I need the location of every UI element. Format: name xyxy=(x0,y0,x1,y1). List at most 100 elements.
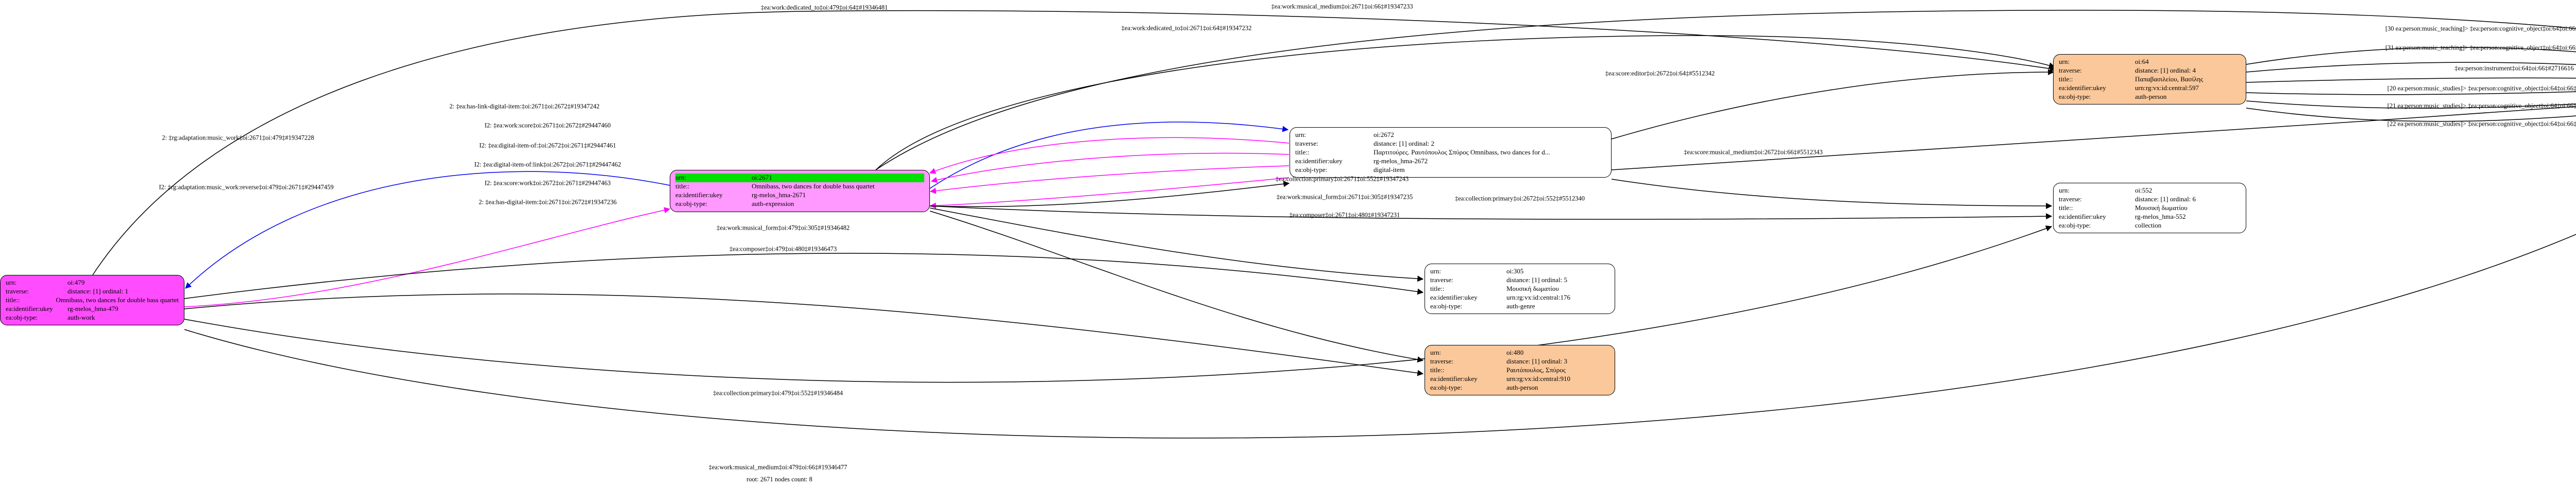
edge-label: ‡ea:work:musical_medium‡oi:2671‡oi:66‡#1… xyxy=(1271,3,1413,10)
field-label-traverse: traverse: xyxy=(2059,66,2082,74)
node-row-objtype: ea:obj-type: collection xyxy=(2059,221,2241,230)
node-row-urn: urn: oi:479 xyxy=(6,279,179,287)
graph-node-oi2672[interactable]: urn: oi:2672 traverse: distance: [1] ord… xyxy=(1290,127,1612,178)
edge-label: 2: ‡rg:adaptation:music_work‡oi:2671‡oi:… xyxy=(162,134,314,142)
edge-label: ‡ea:composer‡oi:479‡oi:480‡#19346473 xyxy=(729,245,837,253)
field-value-objtype: collection xyxy=(2135,221,2162,229)
edge-label: 2: ‡ea:has-link-digital-item:‡oi:2671‡oi… xyxy=(449,102,600,110)
field-label-traverse: traverse: xyxy=(6,287,29,295)
edge-label: [30 ea:person:music_teaching]> ‡ea:perso… xyxy=(2385,25,2576,32)
node-row-urn: urn: oi:480 xyxy=(1430,349,1609,357)
field-value-title: Μουσική δωματίου xyxy=(2135,203,2188,212)
node-row-ukey: ea:identifier:ukey rg-melos_hma-2671 xyxy=(675,191,924,200)
field-label-traverse: traverse: xyxy=(1430,357,1453,365)
field-value-ukey: urn:rg:vx:id:central:597 xyxy=(2135,83,2199,92)
node-row-objtype: ea:obj-type: digital-item xyxy=(1295,166,1606,175)
field-value-urn: oi:64 xyxy=(2135,58,2149,65)
field-value-objtype: auth-genre xyxy=(1506,302,1535,310)
edge-label: [22 ea:person:music_studies]> ‡ea:person… xyxy=(2387,120,2576,128)
field-label-title: title:: xyxy=(1430,366,1445,374)
node-row-traverse: traverse: distance: [1] ordinal: 2 xyxy=(1295,140,1606,148)
field-value-traverse: distance: [1] ordinal: 2 xyxy=(1374,139,1435,147)
node-row-ukey: ea:identifier:ukey rg-melos_hma-2672 xyxy=(1295,157,1606,166)
field-label-ukey: ea:identifier:ukey xyxy=(6,304,53,312)
field-label-title: title:: xyxy=(6,296,20,304)
field-value-objtype: auth-expression xyxy=(752,199,794,207)
graph-footer: root: 2671 nodes count: 8 xyxy=(747,476,812,483)
edge-label: ‡ea:score:musical_medium‡oi:2672‡oi:66‡#… xyxy=(1684,148,1823,156)
node-row-urn: urn: oi:552 xyxy=(2059,186,2241,195)
node-row-urn: urn: oi:64 xyxy=(2059,58,2241,66)
field-label-urn: urn: xyxy=(1430,267,1441,275)
field-value-traverse: distance: [1] ordinal: 4 xyxy=(2135,66,2196,74)
field-value-ukey: rg-melos_hma-2671 xyxy=(752,190,806,199)
field-value-title: Ραυτόπουλος, Σπύρος xyxy=(1506,366,1566,374)
node-row-urn: urn: oi:305 xyxy=(1430,267,1609,276)
graph-node-oi480[interactable]: urn: oi:480 traverse: distance: [1] ordi… xyxy=(1425,345,1615,396)
field-value-ukey: rg-melos_hma-479 xyxy=(67,304,118,312)
field-label-objtype: ea:obj-type: xyxy=(2059,92,2091,100)
graph-node-oi552[interactable]: urn: oi:552 traverse: distance: [1] ordi… xyxy=(2053,183,2246,234)
edge-label: ‡ea:composer‡oi:2671‡oi:480‡#19347231 xyxy=(1289,211,1400,219)
node-row-title: title:: Omnibass, two dances for double … xyxy=(6,296,179,305)
node-row-objtype: ea:obj-type: auth-expression xyxy=(675,200,924,208)
edge-label: [21 ea:person:music_studies]> ‡ea:person… xyxy=(2387,102,2576,110)
field-value-objtype: digital-item xyxy=(1374,165,1405,173)
field-value-title: Παπαβασιλείου, Βασίλης xyxy=(2135,75,2204,83)
field-value-traverse: distance: [1] ordinal: 5 xyxy=(1506,275,1568,284)
field-label-urn: urn: xyxy=(1430,349,1441,356)
graph-node-oi305[interactable]: urn: oi:305 traverse: distance: [1] ordi… xyxy=(1425,264,1615,315)
field-label-title: title:: xyxy=(2059,203,2073,212)
edge-label: ‡ea:collection:primary‡oi:2672‡oi:552‡#5… xyxy=(1454,195,1585,202)
field-value-title: Παρτιτούρες. Ραυτόπουλος Σπύρος Omnibass… xyxy=(1374,148,1550,156)
field-label-objtype: ea:obj-type: xyxy=(6,313,38,321)
node-row-ukey: ea:identifier:ukey urn:rg:vx:id:central:… xyxy=(1430,375,1609,384)
field-label-urn: urn: xyxy=(1295,131,1306,138)
edge-label: [20 ea:person:music_studies]> ‡ea:person… xyxy=(2387,84,2576,92)
edge-label: I2: ‡ea:work:score‡oi:2671‡oi:2672‡#2944… xyxy=(484,121,611,129)
field-label-ukey: ea:identifier:ukey xyxy=(1295,157,1343,165)
field-label-title: title:: xyxy=(2059,75,2073,83)
edge-label: I2: ‡rg:adaptation:music_work:reverse‡oi… xyxy=(159,183,334,191)
node-row-traverse: traverse: distance: [1] ordinal: 6 xyxy=(2059,195,2241,204)
node-row-urn: urn: oi:2672 xyxy=(1295,131,1606,140)
field-value-urn: oi:2671 xyxy=(752,173,924,182)
node-row-title: title:: Παπαβασιλείου, Βασίλης xyxy=(2059,75,2241,84)
edge-label: ‡ea:work:dedicated_to‡oi:479‡oi:64‡#1934… xyxy=(760,4,888,11)
field-value-title: Omnibass, two dances for double bass qua… xyxy=(56,296,179,304)
node-row-traverse: traverse: distance: [1] ordinal: 5 xyxy=(1430,276,1609,285)
graph-node-oi2671[interactable]: urn: oi:2671 title:: Omnibass, two dance… xyxy=(670,170,930,212)
node-row-traverse: traverse: distance: [1] ordinal: 1 xyxy=(6,287,179,296)
field-value-urn: oi:552 xyxy=(2135,186,2153,194)
field-label-urn: urn: xyxy=(675,173,752,182)
edge-label: ‡ea:work:musical_medium‡oi:479‡oi:66‡#19… xyxy=(708,463,848,471)
field-value-objtype: auth-work xyxy=(67,313,95,321)
field-label-title: title:: xyxy=(675,182,690,190)
field-value-urn: oi:480 xyxy=(1506,349,1524,356)
field-value-ukey: rg-melos_hma-2672 xyxy=(1374,157,1428,165)
node-row-title: title:: Omnibass, two dances for double … xyxy=(675,182,924,191)
field-label-ukey: ea:identifier:ukey xyxy=(2059,212,2106,220)
field-label-title: title:: xyxy=(1295,148,1310,156)
field-value-traverse: distance: [1] ordinal: 1 xyxy=(67,287,129,295)
field-label-objtype: ea:obj-type: xyxy=(675,199,708,207)
edge-label: I2: ‡ea:digital-item-of:‡oi:2672‡oi:2671… xyxy=(479,142,616,149)
field-value-objtype: auth-person xyxy=(1506,383,1538,391)
graph-node-oi64[interactable]: urn: oi:64 traverse: distance: [1] ordin… xyxy=(2053,54,2246,105)
node-row-urn: urn: oi:2671 xyxy=(675,173,924,182)
field-label-ukey: ea:identifier:ukey xyxy=(2059,83,2106,92)
node-row-objtype: ea:obj-type: auth-person xyxy=(2059,93,2241,101)
graph-node-oi479[interactable]: urn: oi:479 traverse: distance: [1] ordi… xyxy=(0,275,184,326)
field-label-urn: urn: xyxy=(6,279,16,286)
field-label-ukey: ea:identifier:ukey xyxy=(675,190,723,199)
edge-label: [31 ea:person:music_teaching]> ‡ea:perso… xyxy=(2385,44,2576,51)
field-label-objtype: ea:obj-type: xyxy=(1430,302,1463,310)
field-value-title: Omnibass, two dances for double bass qua… xyxy=(752,182,875,190)
field-value-urn: oi:305 xyxy=(1506,267,1524,275)
field-label-traverse: traverse: xyxy=(1430,275,1453,284)
edge-label: ‡ea:collection:primary‡oi:2671‡oi:552‡#1… xyxy=(1275,175,1409,183)
field-label-urn: urn: xyxy=(2059,186,2070,194)
edge-label: 2: ‡ea:has-digital-item:‡oi:2671‡oi:2672… xyxy=(479,198,617,206)
field-label-ukey: ea:identifier:ukey xyxy=(1430,293,1478,301)
edge-label: I2: ‡ea:score:work‡oi:2672‡oi:2671‡#2944… xyxy=(484,179,611,187)
